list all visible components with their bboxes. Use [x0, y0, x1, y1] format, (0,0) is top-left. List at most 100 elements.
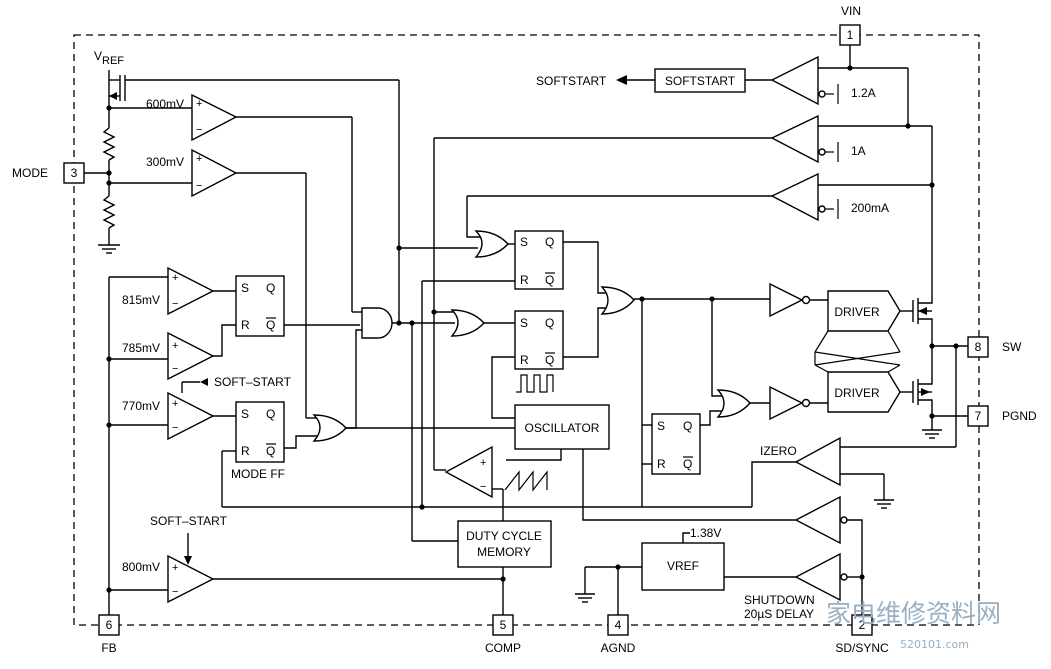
svg-text:S: S	[520, 316, 528, 330]
buffer-top	[769, 282, 828, 318]
latch-1: S Q R Q	[514, 230, 606, 294]
svg-text:+: +	[172, 398, 178, 410]
power-mosfet-high	[912, 298, 933, 346]
svg-text:−: −	[172, 422, 178, 434]
svg-text:S: S	[657, 419, 665, 433]
pin-fb-label: FB	[101, 641, 116, 655]
latch-input-wires	[411, 137, 772, 542]
svg-text:Q: Q	[683, 457, 692, 471]
svg-text:Q: Q	[266, 281, 275, 295]
or-gate-combine	[600, 286, 770, 507]
svg-text:+: +	[172, 562, 178, 574]
svg-text:R: R	[520, 273, 529, 287]
label-mode-ff: MODE FF	[231, 467, 285, 481]
svg-text:R: R	[520, 353, 529, 367]
driver-top: DRIVER	[827, 290, 913, 332]
driver-cross-links	[814, 330, 901, 373]
latch-3: S Q R Q	[642, 410, 722, 475]
svg-text:Q: Q	[683, 419, 692, 433]
label-1-38v: 1.38V	[690, 526, 721, 540]
latch-comparator: S Q R Q	[235, 275, 360, 337]
pin-fb: 6 FB	[98, 614, 120, 655]
svg-text:+: +	[480, 457, 486, 469]
latch-2: S Q R Q	[491, 307, 606, 419]
label-815mv: 815mV	[122, 293, 160, 307]
or-gate-mid	[450, 309, 515, 337]
svg-text:−: −	[196, 124, 202, 136]
svg-text:R: R	[657, 457, 666, 471]
oscillator-block: OSCILLATOR	[506, 404, 800, 521]
error-amplifier: + −	[444, 445, 548, 521]
buffer-sync	[794, 495, 863, 615]
comparator-815mv: + − 815mV	[122, 266, 236, 316]
watermark-cn: 家电维修资料网	[826, 599, 1001, 628]
label-izero: IZERO	[760, 444, 797, 458]
watermark-url: 520101.com	[900, 638, 969, 651]
comparator-770mv: + − 770mV SOFT–START	[122, 375, 292, 441]
pin-pgnd: 7 PGND	[967, 405, 1037, 427]
pin-mode-label: MODE	[12, 166, 48, 180]
duty-cycle-memory-block: DUTY CYCLE MEMORY	[457, 520, 552, 615]
comparator-izero: IZERO	[751, 436, 956, 509]
comparator-785mv: + − 785mV	[122, 324, 236, 381]
svg-text:S: S	[520, 235, 528, 249]
svg-text:−: −	[480, 481, 486, 493]
svg-text:S: S	[241, 407, 249, 421]
label-soft-start-a: SOFT–START	[214, 375, 292, 389]
power-mosfet-low	[912, 358, 942, 439]
vref-label: VREF	[94, 49, 124, 67]
and-gate	[361, 80, 478, 339]
svg-text:6: 6	[106, 618, 113, 632]
softstart-output-label: SOFTSTART	[536, 74, 607, 88]
fb-net	[106, 276, 168, 615]
pin-vin: 1 VIN	[839, 4, 861, 46]
softstart-block: SOFTSTART SOFTSTART	[536, 68, 772, 93]
comparator-300mv: + − 300mV	[146, 148, 318, 419]
svg-text:Q: Q	[266, 318, 275, 332]
svg-text:R: R	[241, 318, 250, 332]
svg-text:R: R	[241, 444, 250, 458]
pin-pgnd-label: PGND	[1002, 409, 1037, 423]
svg-text:S: S	[241, 281, 249, 295]
svg-text:OSCILLATOR: OSCILLATOR	[525, 421, 600, 435]
svg-text:+: +	[172, 272, 178, 284]
pin-agnd-label: AGND	[601, 641, 636, 655]
pin-mode: 3 MODE	[12, 162, 85, 184]
svg-text:DRIVER: DRIVER	[834, 386, 880, 400]
svg-text:7: 7	[975, 409, 982, 423]
svg-text:−: −	[172, 298, 178, 310]
svg-text:3: 3	[71, 166, 78, 180]
pin-sw: 8 SW	[967, 336, 1022, 358]
or-gate-mode	[312, 329, 515, 442]
vref-block: VREF 1.38V	[575, 526, 725, 615]
svg-text:4: 4	[615, 618, 622, 632]
pin-vin-label: VIN	[841, 4, 861, 18]
vref-mosfet: VREF	[94, 49, 399, 128]
svg-text:Q: Q	[545, 316, 554, 330]
vin-rail	[818, 45, 935, 300]
svg-text:−: −	[172, 363, 178, 375]
driver-bottom: DRIVER	[827, 371, 913, 413]
buffer-bottom	[769, 385, 828, 421]
label-770mv: 770mV	[122, 399, 160, 413]
or-gate-top	[474, 230, 515, 258]
mode-divider	[84, 127, 192, 254]
label-1a: 1A	[851, 144, 866, 158]
comparator-600mv: + − 600mV	[146, 93, 362, 313]
comparator-800mv: + − 800mV SOFT–START	[122, 514, 503, 604]
svg-text:DUTY CYCLE: DUTY CYCLE	[466, 529, 542, 543]
label-600mv: 600mV	[146, 97, 184, 111]
comparator-1-2a: 1.2A	[770, 55, 876, 106]
svg-text:SOFTSTART: SOFTSTART	[665, 74, 736, 88]
comparator-1a: 1A	[770, 114, 866, 164]
svg-text:−: −	[196, 180, 202, 192]
pin-sd-sync-label: SD/SYNC	[835, 641, 889, 655]
svg-text:Q: Q	[545, 273, 554, 287]
pin-agnd: 4 AGND	[601, 614, 636, 655]
latch-mode-ff: S Q R Q MODE FF	[221, 401, 752, 508]
svg-text:VREF: VREF	[667, 559, 699, 573]
svg-text:Q: Q	[545, 353, 554, 367]
label-1-2a: 1.2A	[851, 86, 876, 100]
